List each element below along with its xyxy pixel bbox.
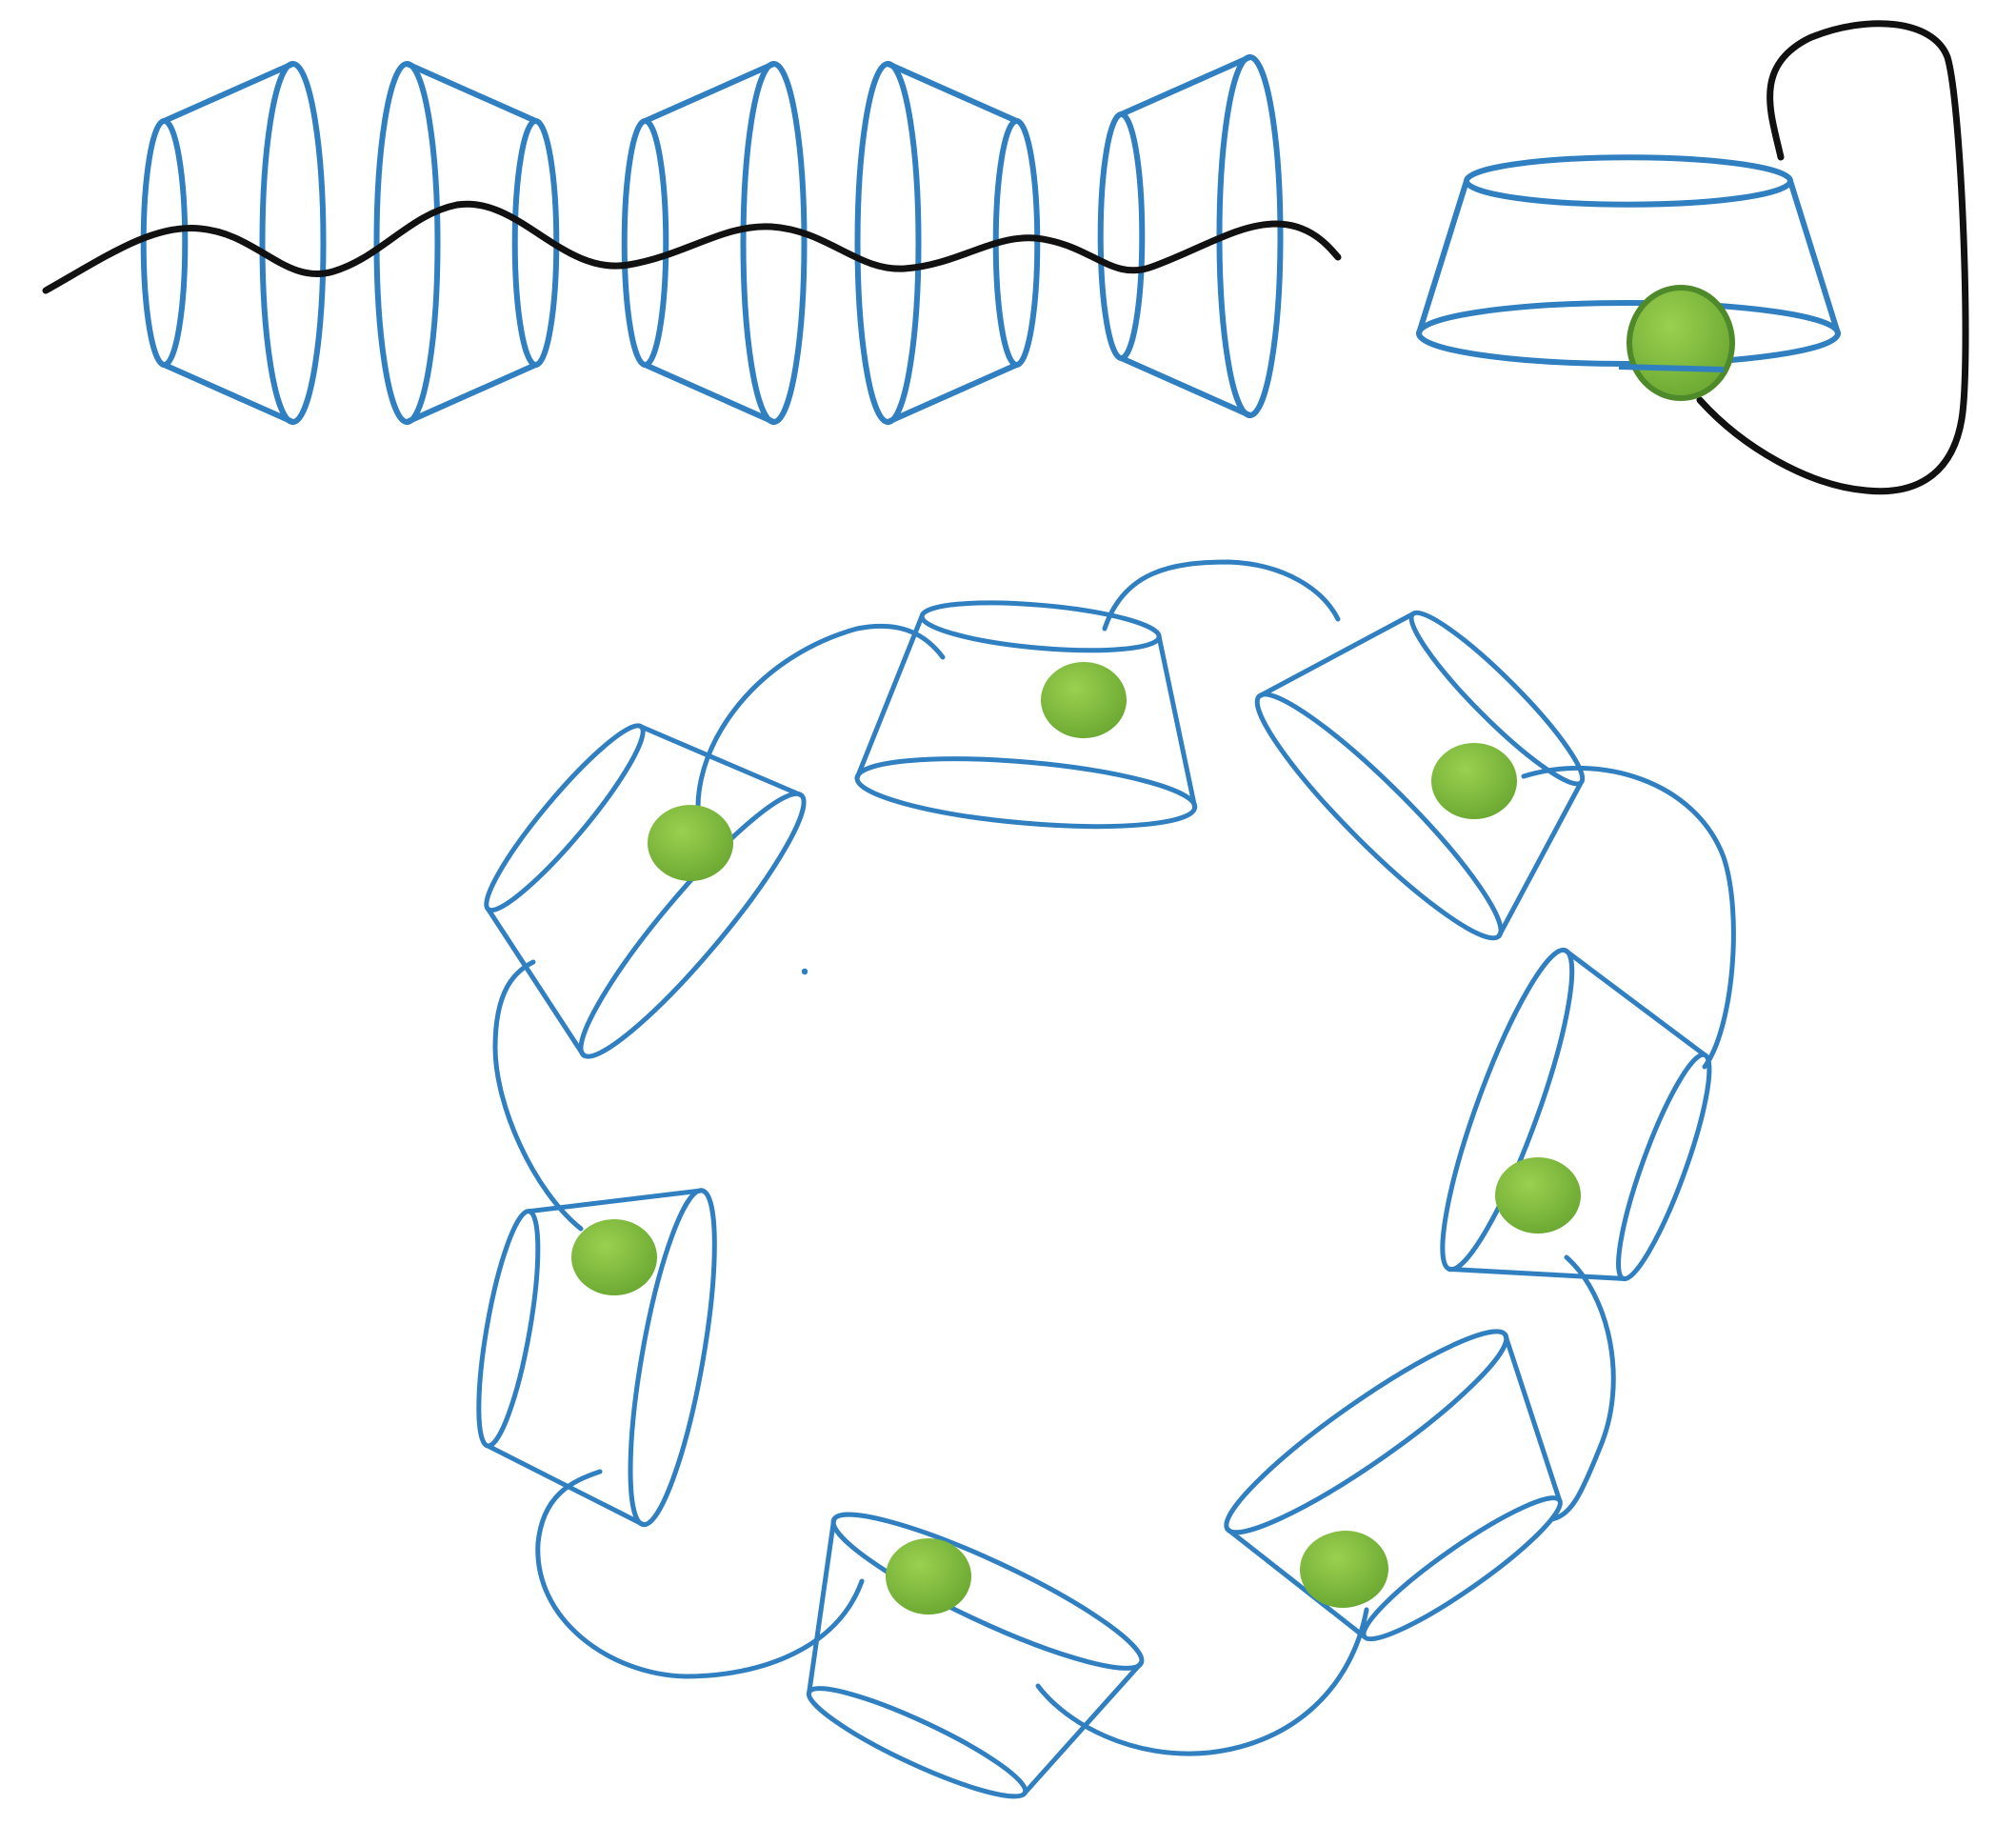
linear-frustum-3 [621,61,808,425]
single-frustum [1416,154,1841,367]
single-loop-thread [1696,20,1969,495]
single-bead-ellipse [1627,285,1735,401]
single-frustum-body [1416,154,1841,367]
linear-frustum-1 [140,61,327,425]
ring-frustum-1 [854,600,1198,830]
ring-frustum-3 [1440,947,1712,1282]
ring-bead-1 [1041,662,1127,738]
ring-bead-group [571,662,1581,1614]
ring-frustum-7 [484,723,807,1059]
ring-assembly-panel [476,559,1736,1799]
ring-bead-6 [571,1219,657,1295]
ring-thread-line [492,559,1736,1756]
ring-frustum-4 [1224,1329,1563,1642]
linear-frustum-group [140,54,1284,425]
ring-frustum-2 [1254,610,1586,941]
ring-frustum-group [476,600,1712,1799]
single-bead-rim-line [1618,364,1725,372]
single-unit-panel [1416,20,1969,495]
ring-frustum-5 [806,1512,1145,1799]
single-bead [1618,285,1735,401]
ring-bead-8 [1303,1531,1388,1607]
ring-bead-7 [648,805,733,881]
linear-frustum-2 [373,61,560,425]
linear-thread-line [42,200,1342,294]
ring-bead-2 [1431,743,1517,819]
linear-chain-panel [42,54,1342,425]
linear-frustum-5 [1097,54,1284,418]
ring-bead-3 [1495,1157,1581,1233]
ring-bead-5 [886,1538,971,1614]
ring-frustum-6 [476,1188,717,1528]
